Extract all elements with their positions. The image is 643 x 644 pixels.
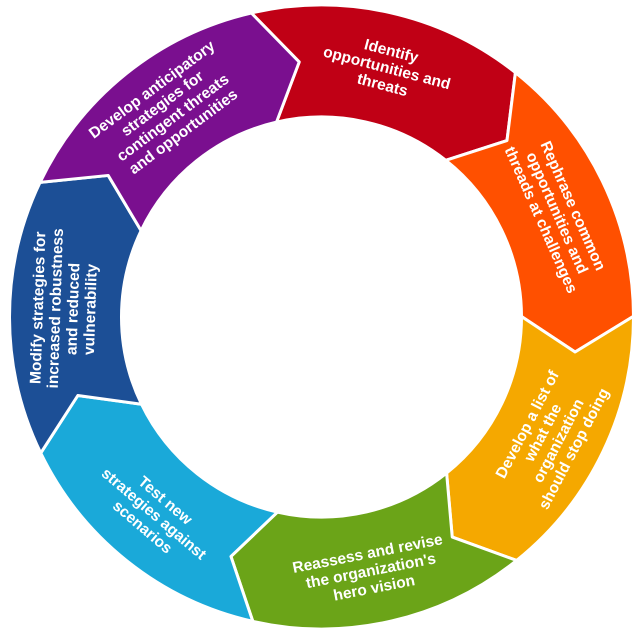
segment-label-line: and reduced	[63, 263, 83, 356]
segment-label-line: vulnerability	[81, 263, 101, 355]
segment-label: Modify strategies forincreased robustnes…	[27, 227, 102, 389]
segment-label-line: increased robustness	[45, 228, 67, 389]
segment-label-line: Modify strategies for	[27, 231, 49, 384]
cycle-segment	[38, 11, 301, 233]
